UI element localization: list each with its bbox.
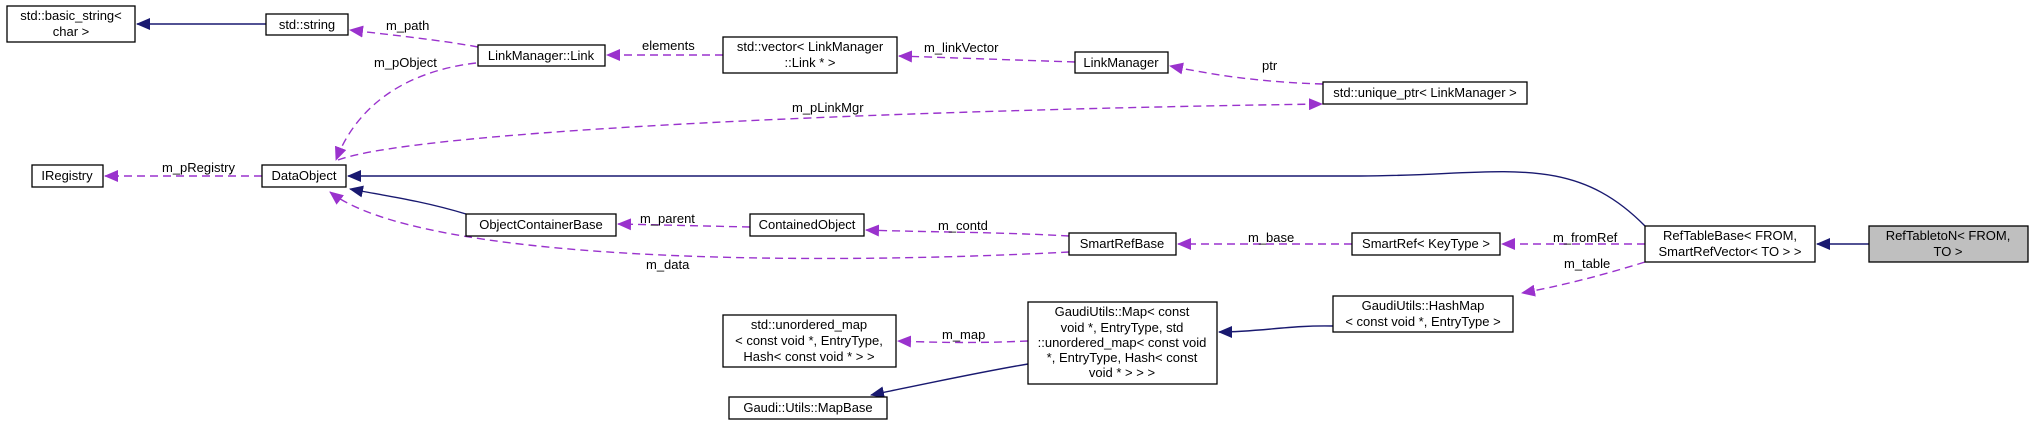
label-elements: elements [642,38,695,53]
label-m-map: m_map [942,327,985,342]
label-ptr: ptr [1262,58,1278,73]
node-std-vector-line-1: std::vector< LinkManager [737,39,884,54]
node-reftablebase-line-2: SmartRefVector< TO > > [1659,244,1802,259]
node-reftableton[interactable]: RefTabletoN< FROM, TO > [1868,225,2029,263]
edge-usage-m-plinkmgr [337,98,1323,161]
node-std-unordered-map-line-2: < const void *, EntryType, [735,333,883,348]
node-objectcontainerbase-line-1: ObjectContainerBase [479,217,603,232]
label-m-plinkmgr: m_pLinkMgr [792,100,864,115]
edge-usage-m-table [1521,261,1646,297]
edge-usage-m-pobject [335,62,477,161]
label-m-path: m_path [386,18,429,33]
node-containedobject-line-1: ContainedObject [759,217,856,232]
node-std-vector-line-2: ::Link * > [785,55,836,70]
node-linkmanager-line-1: LinkManager [1083,55,1159,70]
node-gaudiutils-map[interactable]: GaudiUtils::Map< const void *, EntryType… [1027,301,1218,385]
edge-gumap-inherits-mapbase [870,363,1029,399]
label-m-contd: m_contd [938,218,988,233]
label-m-table: m_table [1564,256,1610,271]
node-smartrefbase[interactable]: SmartRefBase [1068,232,1177,256]
node-gaudiutils-map-line-3: ::unordered_map< const void [1038,335,1207,350]
label-m-data: m_data [646,257,690,272]
node-std-unordered-map-line-1: std::unordered_map [751,317,867,332]
node-linkmanager-link-line-1: LinkManager::Link [488,48,595,63]
node-containedobject[interactable]: ContainedObject [749,213,865,237]
edge-hashmap-inherits-gumap [1218,325,1334,338]
node-gaudiutils-map-line-4: *, EntryType, Hash< const [1047,350,1198,365]
node-gaudiutils-hashmap-line-2: < const void *, EntryType > [1345,314,1500,329]
node-gaudiutils-hashmap-line-1: GaudiUtils::HashMap [1362,298,1485,313]
node-reftableton-line-2: TO > [1933,244,1962,259]
node-reftablebase[interactable]: RefTableBase< FROM, SmartRefVector< TO >… [1644,225,1816,263]
node-gaudi-utils-mapbase[interactable]: Gaudi::Utils::MapBase [728,396,888,420]
label-m-base: m_base [1248,230,1294,245]
edge-ocbase-inherits-dataobject [349,185,467,215]
edge-usage-m-linkvector [898,50,1076,63]
node-iregistry[interactable]: IRegistry [31,164,104,188]
node-smartref[interactable]: SmartRef< KeyType > [1351,232,1501,256]
edge-usage-m-path [349,25,479,48]
node-iregistry-line-1: IRegistry [41,168,93,183]
node-linkmanager-link[interactable]: LinkManager::Link [477,44,606,67]
node-std-string[interactable]: std::string [265,13,349,36]
node-dataobject[interactable]: DataObject [261,164,347,188]
edge-usage-m-contd [865,224,1070,237]
node-gaudiutils-map-line-2: void *, EntryType, std [1061,320,1184,335]
label-m-fromref: m_fromRef [1553,230,1618,245]
node-reftablebase-line-1: RefTableBase< FROM, [1663,228,1797,243]
node-std-string-line-1: std::string [279,17,335,32]
label-m-linkvector: m_linkVector [924,40,999,55]
edge-usage-m-map [897,335,1029,348]
node-linkmanager[interactable]: LinkManager [1074,51,1169,74]
node-std-unordered-map[interactable]: std::unordered_map < const void *, Entry… [722,314,897,368]
label-m-pobject: m_pObject [374,55,437,70]
edge-usage-m-data [329,191,1070,260]
edge-usage-ptr [1169,62,1324,85]
edge-usage-m-parent [617,218,751,231]
node-gaudi-utils-mapbase-line-1: Gaudi::Utils::MapBase [743,400,872,415]
node-dataobject-line-1: DataObject [271,168,336,183]
node-gaudiutils-map-line-1: GaudiUtils::Map< const [1055,304,1190,319]
node-reftableton-line-1: RefTabletoN< FROM, [1886,228,2011,243]
node-std-basic-string-line-1: std::basic_string< [20,8,122,23]
node-std-basic-string-line-2: char > [53,24,90,39]
node-gaudiutils-hashmap[interactable]: GaudiUtils::HashMap < const void *, Entr… [1332,295,1514,333]
node-std-unordered-map-line-3: Hash< const void * > > [743,349,874,364]
node-std-basic-string[interactable]: std::basic_string< char > [6,5,136,43]
edge-reftablebase-inherits-dataobject [347,170,1646,227]
node-smartrefbase-line-1: SmartRefBase [1080,236,1165,251]
node-smartref-line-1: SmartRef< KeyType > [1362,236,1490,251]
node-std-unique-ptr[interactable]: std::unique_ptr< LinkManager > [1322,81,1528,105]
label-m-parent: m_parent [640,211,695,226]
node-std-unique-ptr-line-1: std::unique_ptr< LinkManager > [1333,85,1517,100]
node-gaudiutils-map-line-5: void * > > > [1089,365,1155,380]
label-m-pregistry: m_pRegistry [162,160,235,175]
node-objectcontainerbase[interactable]: ObjectContainerBase [465,213,617,237]
node-std-vector[interactable]: std::vector< LinkManager ::Link * > [722,36,898,74]
